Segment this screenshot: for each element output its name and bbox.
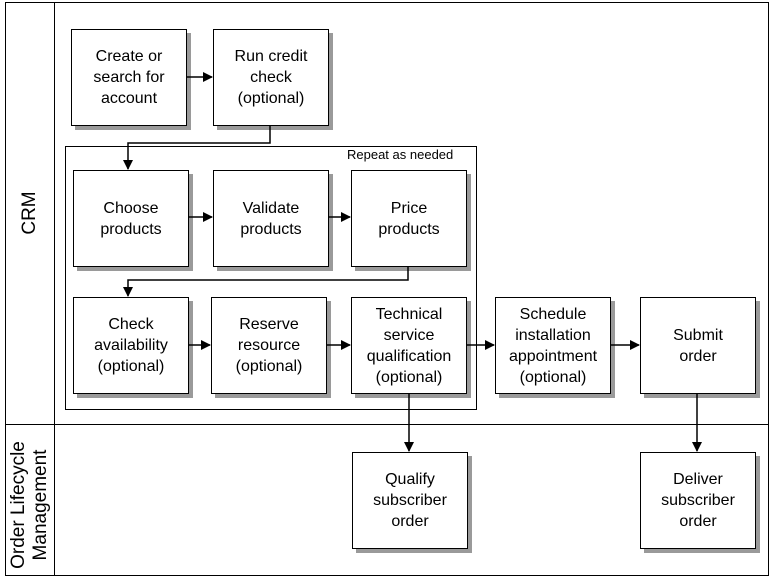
lane-label-order-lifecycle: Order Lifecycle Management [8,441,51,569]
node-validate-products[interactable]: Validate products [213,170,329,267]
node-technical-qualification[interactable]: Technical service qualification (optiona… [351,297,467,394]
node-create-account[interactable]: Create or search for account [71,29,187,126]
node-choose-products[interactable]: Choose products [73,170,189,267]
repeat-group-label: Repeat as needed [347,147,454,162]
repeat-group [65,146,477,410]
lane-order-lifecycle [5,424,769,576]
lane-label-crm: CRM [19,191,40,235]
node-price-products[interactable]: Price products [351,170,467,267]
node-submit-order[interactable]: Submit order [640,297,756,394]
node-deliver-subscriber-order[interactable]: Deliver subscriber order [640,452,756,549]
node-run-credit-check[interactable]: Run credit check (optional) [213,29,329,126]
node-reserve-resource[interactable]: Reserve resource (optional) [211,297,327,394]
node-qualify-subscriber-order[interactable]: Qualify subscriber order [352,452,468,549]
node-check-availability[interactable]: Check availability (optional) [73,297,189,394]
node-schedule-installation[interactable]: Schedule installation appointment (optio… [495,297,611,394]
